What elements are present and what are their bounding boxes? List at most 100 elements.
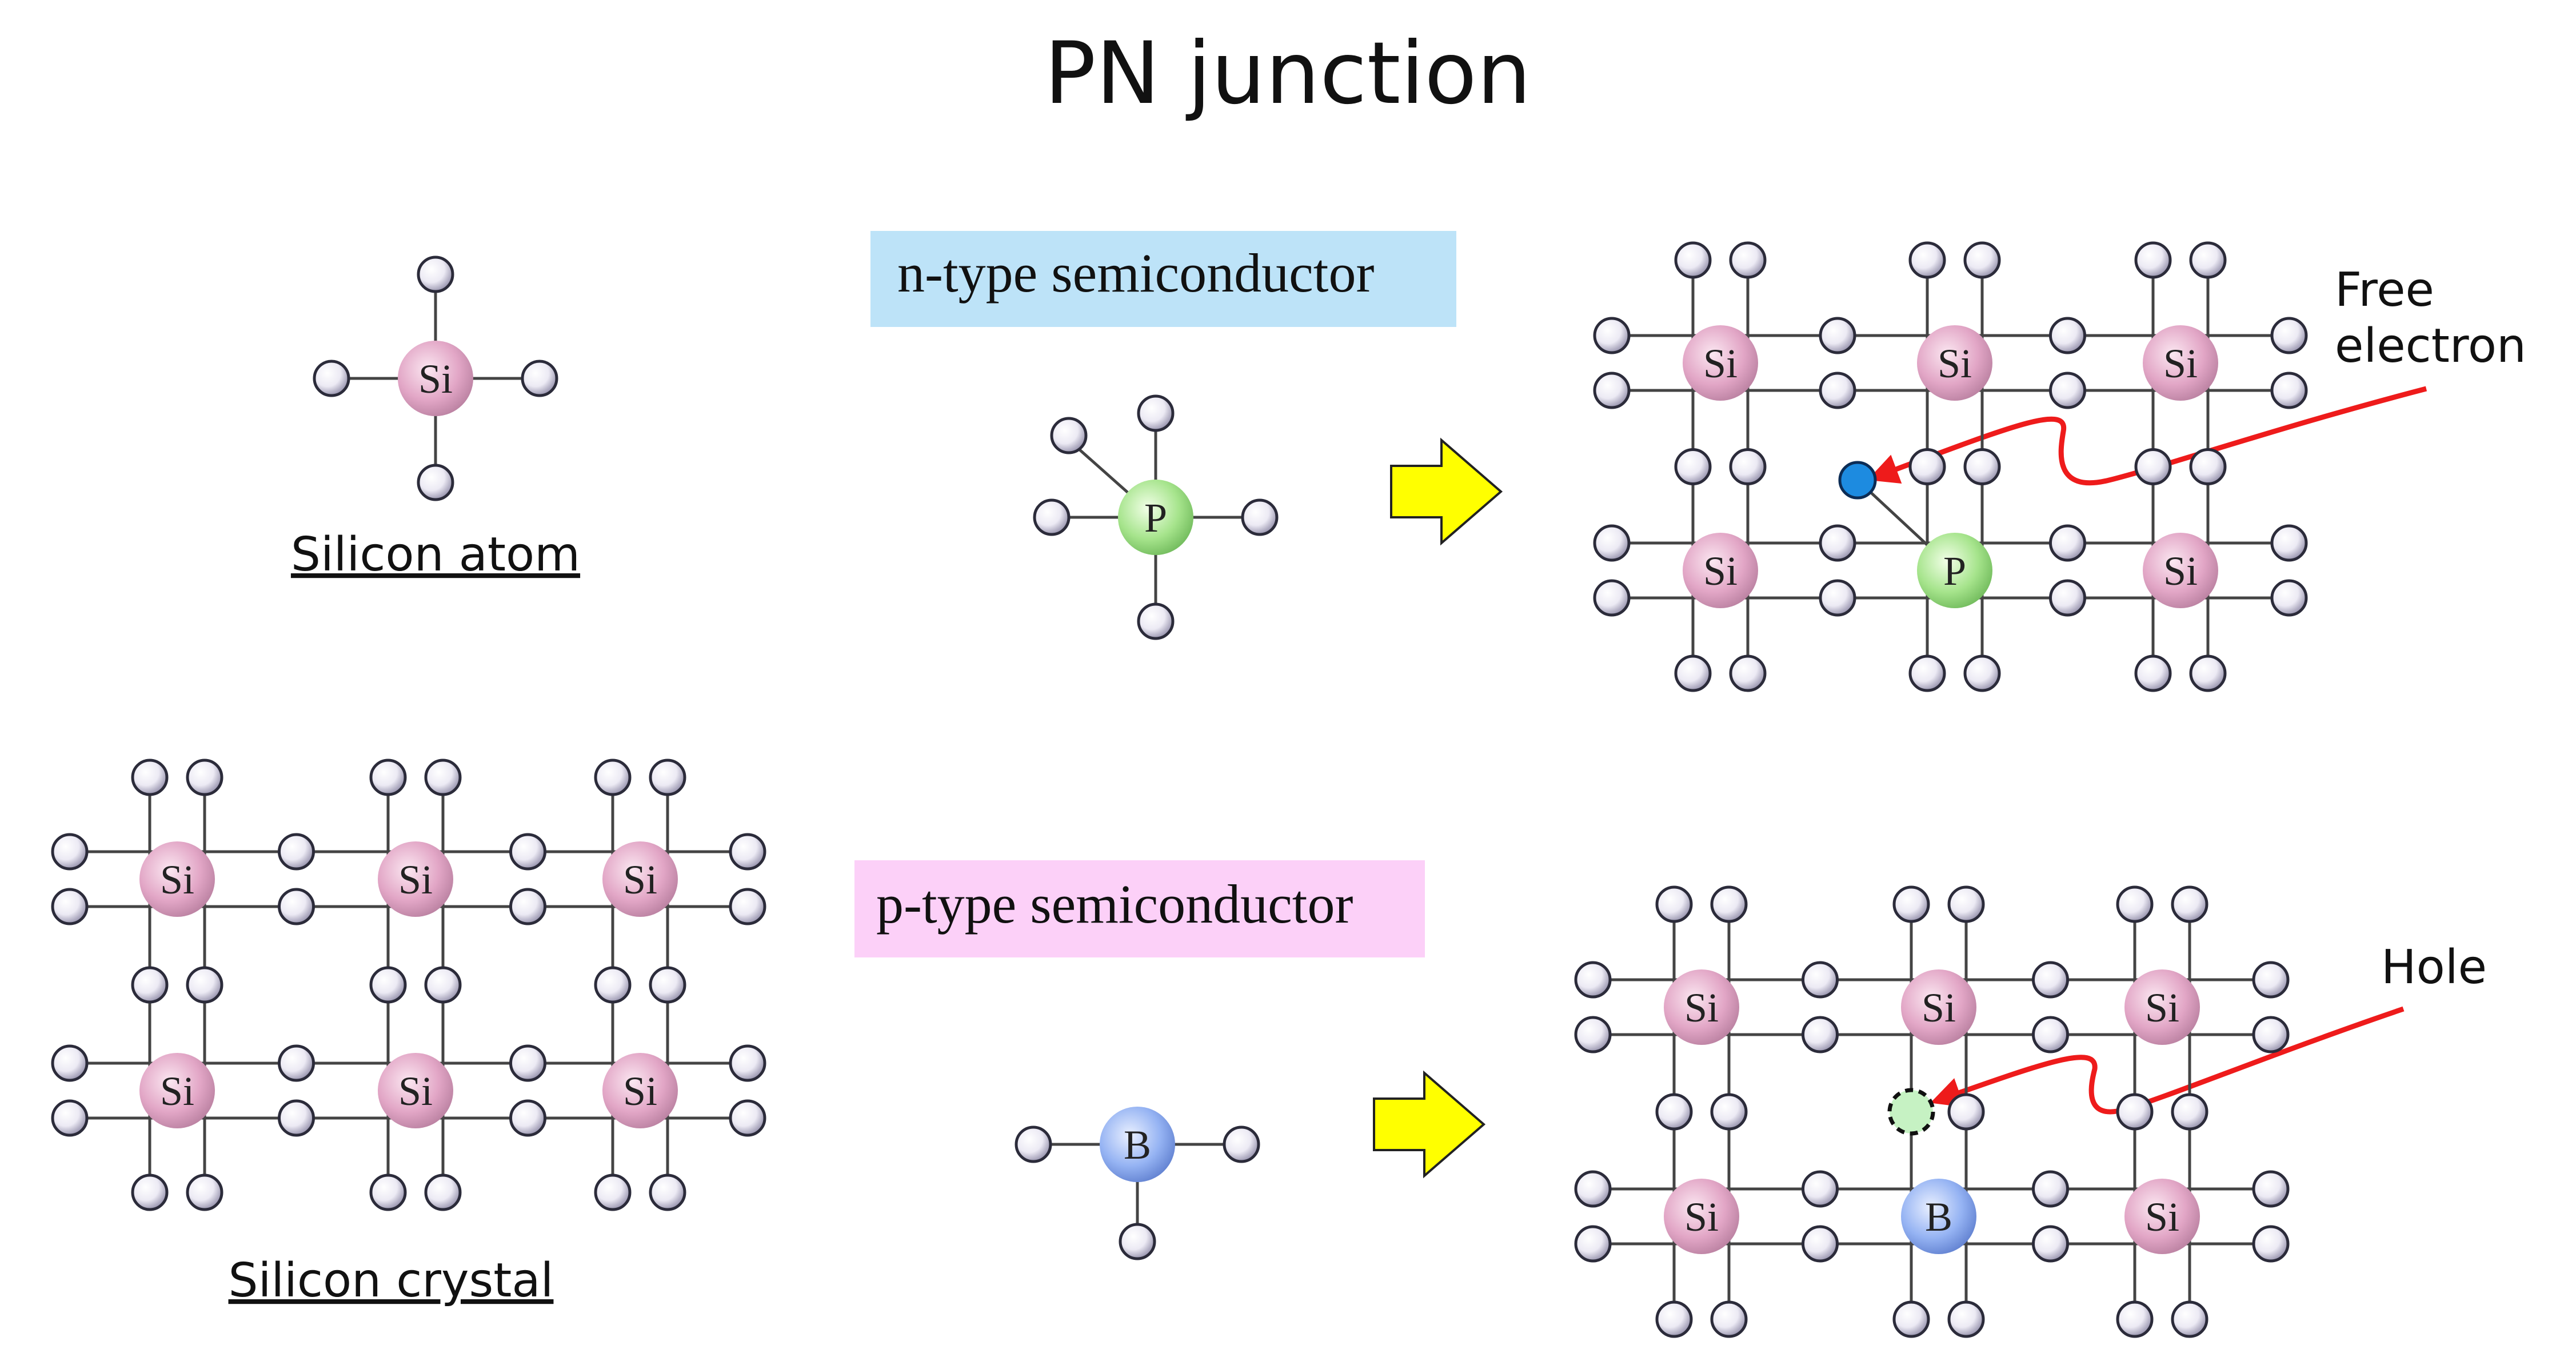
valence-electron xyxy=(2049,579,2086,617)
n-type-banner-bg xyxy=(870,231,1456,327)
atom-si xyxy=(1683,325,1758,401)
valence-electron xyxy=(51,1044,89,1082)
atom-si xyxy=(1683,533,1758,608)
valence-electron xyxy=(131,759,169,796)
valence-electron xyxy=(1241,498,1279,536)
valence-electron xyxy=(369,1174,407,1211)
free-electron xyxy=(1838,461,1877,500)
valence-electron xyxy=(594,966,632,1004)
atom-label: Si xyxy=(1703,341,1738,386)
atom-label: Si xyxy=(418,356,453,402)
valence-electron xyxy=(2252,1225,2290,1263)
valence-electron xyxy=(2134,241,2172,279)
atom-si xyxy=(378,841,453,917)
valence-electron xyxy=(1593,372,1631,409)
atom-si xyxy=(602,1053,678,1128)
valence-electron xyxy=(2032,1225,2069,1263)
valence-electron xyxy=(2116,885,2154,923)
valence-electron xyxy=(2270,524,2308,562)
valence-electron xyxy=(2049,524,2086,562)
atom-label: B xyxy=(1925,1194,1952,1240)
valence-electron xyxy=(2032,1016,2069,1053)
valence-electron xyxy=(2171,885,2208,923)
valence-electron xyxy=(1819,579,1856,617)
phosphorus-atom: P xyxy=(1033,394,1279,640)
valence-electron xyxy=(186,759,223,796)
valence-electron xyxy=(313,360,350,397)
valence-electron xyxy=(729,1099,766,1137)
hole xyxy=(1887,1088,1935,1136)
valence-electron xyxy=(1729,654,1767,692)
valence-electron xyxy=(1593,524,1631,562)
valence-electron xyxy=(1574,1225,1612,1263)
valence-electron xyxy=(1729,448,1767,485)
atom-si xyxy=(1664,969,1739,1045)
valence-electron xyxy=(1963,241,2001,279)
valence-electron xyxy=(1574,961,1612,999)
valence-electron xyxy=(2270,317,2308,354)
valence-electron xyxy=(417,464,454,501)
valence-electron xyxy=(1892,885,1930,923)
p-type-right-arrow-icon xyxy=(1373,1070,1486,1179)
atom-si xyxy=(2143,533,2218,608)
valence-electron xyxy=(1908,654,1946,692)
valence-electron xyxy=(1033,498,1071,536)
silicon-atom-caption: Silicon atom xyxy=(291,528,580,582)
atom-si xyxy=(1664,1179,1739,1254)
hole-label: Hole xyxy=(2381,940,2487,995)
valence-electron xyxy=(2252,1170,2290,1208)
valence-electron xyxy=(1802,961,1839,999)
atom-label: Si xyxy=(160,857,194,903)
valence-electron xyxy=(369,759,407,796)
atom-label: Si xyxy=(2163,341,2198,386)
valence-electron xyxy=(2189,241,2227,279)
valence-electron xyxy=(1050,417,1088,454)
valence-electron xyxy=(509,888,546,925)
valence-electron xyxy=(2032,1170,2069,1208)
valence-electron xyxy=(186,1174,223,1211)
atom-si xyxy=(139,1053,215,1128)
valence-electron xyxy=(424,966,462,1004)
valence-electron xyxy=(1574,1016,1612,1053)
valence-electron xyxy=(1908,448,1946,485)
atom-label: Si xyxy=(623,857,657,903)
valence-electron xyxy=(2049,317,2086,354)
silicon-crystal-caption: Silicon crystal xyxy=(229,1254,554,1308)
valence-electron xyxy=(278,1099,315,1137)
valence-electron xyxy=(1137,394,1175,432)
valence-electron xyxy=(51,888,89,925)
atom-label: Si xyxy=(623,1068,657,1114)
valence-electron xyxy=(417,256,454,293)
valence-electron xyxy=(2032,961,2069,999)
atom-b xyxy=(1100,1107,1175,1182)
valence-electron xyxy=(1710,885,1748,923)
valence-electron xyxy=(2189,654,2227,692)
valence-electron xyxy=(729,888,766,925)
valence-electron xyxy=(278,888,315,925)
valence-electron xyxy=(2252,961,2290,999)
atom-label: Si xyxy=(2145,1194,2179,1240)
valence-electron xyxy=(51,833,89,871)
valence-electron xyxy=(1729,241,1767,279)
valence-electron xyxy=(1819,317,1856,354)
hole-pointer-arrow xyxy=(1930,1006,2405,1115)
valence-electron xyxy=(1015,1125,1052,1163)
atom-label: Si xyxy=(1922,985,1956,1031)
valence-electron xyxy=(1710,1093,1748,1131)
valence-electron xyxy=(1655,1093,1693,1131)
valence-electron xyxy=(1655,885,1693,923)
valence-electron xyxy=(2189,448,2227,485)
valence-electron xyxy=(1963,654,2001,692)
valence-electron xyxy=(1802,1016,1839,1053)
n-type-banner: n-type semiconductor xyxy=(897,242,1374,304)
valence-electron xyxy=(1802,1170,1839,1208)
p-type-banner: p-type semiconductor xyxy=(876,873,1353,935)
valence-electron xyxy=(2116,1093,2154,1131)
atom-si xyxy=(2143,325,2218,401)
p-type-banner-bg xyxy=(854,860,1425,957)
valence-electron xyxy=(1674,448,1712,485)
atom-si xyxy=(1917,325,1992,401)
